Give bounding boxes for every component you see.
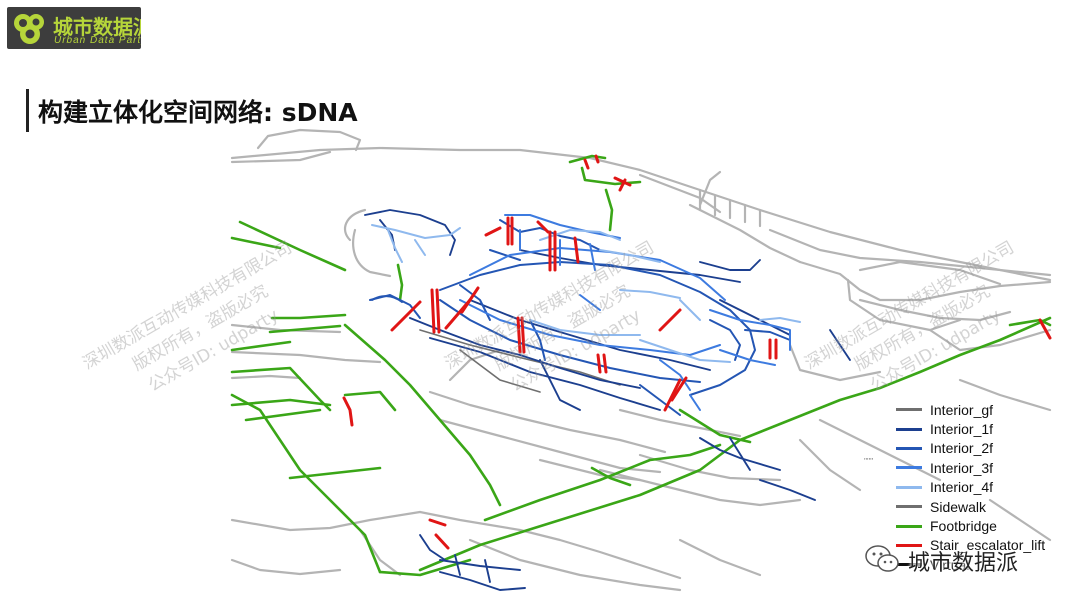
legend-item: Interior_2f: [896, 439, 1071, 458]
brand-logo-icon: [14, 14, 44, 44]
footbridge-network: [230, 154, 1052, 577]
legend-label: Interior_2f: [930, 440, 994, 457]
legend-swatch: [896, 505, 922, 509]
brand-logo: 城市数据派 Urban Data Party: [7, 7, 141, 49]
legend-swatch: [896, 427, 922, 431]
legend-swatch: [896, 543, 922, 547]
legend-item: Footbridge: [896, 516, 1071, 535]
legend-item: Interior_4f: [896, 478, 1071, 497]
legend-swatch: [896, 446, 922, 450]
legend-item: Stair_escalator_lift: [896, 536, 1071, 555]
legend-swatch: [896, 466, 922, 470]
stair-escalator-lift-network: [342, 154, 1052, 550]
legend-label: Sidewalk: [930, 498, 987, 515]
legend-swatch: [896, 408, 922, 412]
legend-label: Footbridge: [930, 518, 997, 535]
legend-item: Interior_gf: [896, 400, 1071, 419]
title-accent-bar: [26, 89, 29, 132]
wechat-credit: 城市数据派: [864, 540, 1054, 578]
legend-item: Interior_1f: [896, 419, 1071, 438]
wechat-account-name: 城市数据派: [908, 551, 1019, 576]
legend-label: Interior_1f: [930, 421, 994, 438]
interior-3f-network: [459, 214, 791, 411]
interior-gf-network: [419, 329, 621, 393]
legend-item: Sidewalk: [896, 497, 1071, 516]
legend-swatch: [896, 524, 922, 528]
wechat-icon: [865, 545, 899, 572]
slide-title: 构建立体化空间网络: sDNA: [38, 98, 358, 127]
brand-name-cn: 城市数据派: [53, 15, 141, 39]
legend-label: Virtual: [930, 556, 970, 573]
legend-item: Virtual: [896, 555, 1071, 574]
legend-label: Interior_3f: [930, 459, 994, 476]
legend-item: Interior_3f: [896, 458, 1071, 477]
sidewalk-network: [230, 128, 1052, 592]
legend-label: Interior_4f: [930, 479, 994, 496]
svg-text:'''''': '''''': [864, 457, 874, 466]
brand-name-en: Urban Data Party: [54, 35, 141, 46]
legend-label: Interior_gf: [930, 401, 994, 418]
legend-label: Stair_escalator_lift: [930, 537, 1046, 554]
interior-1f-network: [364, 209, 851, 591]
legend-swatch: [896, 563, 922, 567]
legend-swatch: [896, 485, 922, 489]
